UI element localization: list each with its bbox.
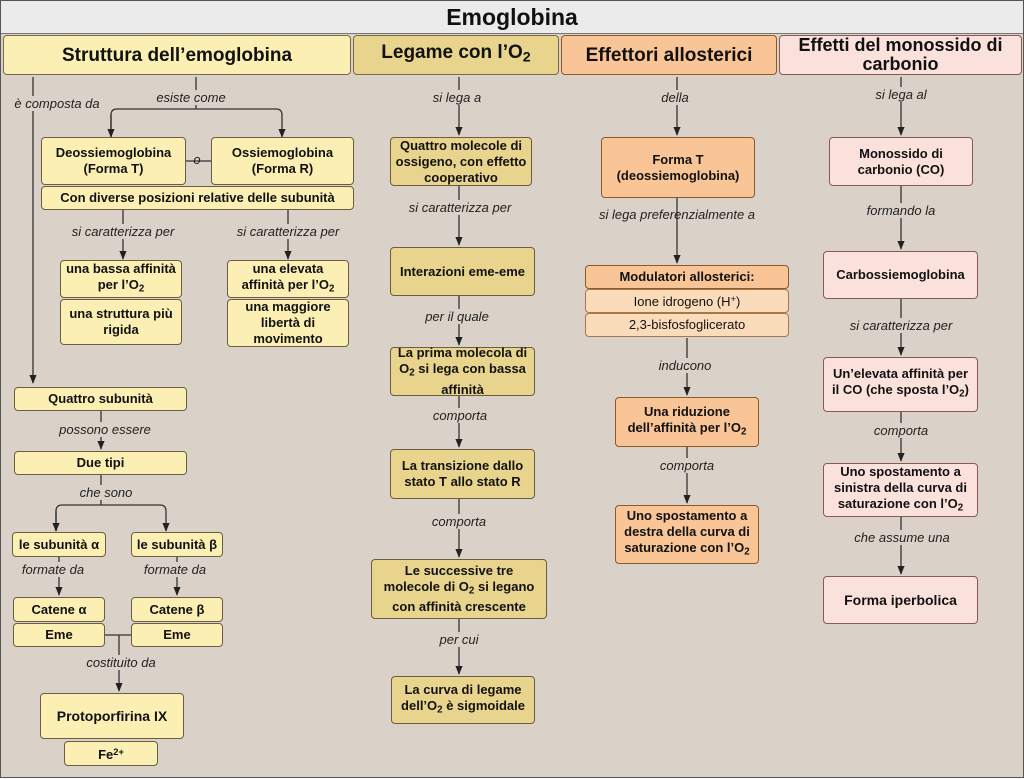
label-silega-a: si lega a	[430, 90, 484, 105]
box-monossido-carbonio: Monossido di carbonio (CO)	[829, 137, 973, 186]
label-caratt-legame: si caratterizza per	[406, 200, 514, 215]
box-carbossiemoglobina: Carbossiemoglobina	[823, 251, 978, 299]
box-curva-sigmoidale: La curva di legame dell’O2 è sigmoidale	[391, 676, 535, 724]
box-riduzione-affinita: Una riduzione dell’affinità per l’O2	[615, 397, 759, 447]
box-interazioni: Interazioni eme-eme	[390, 247, 535, 296]
label-possono: possono essere	[57, 422, 153, 437]
label-comporta-effettori: comporta	[657, 458, 717, 473]
header-struttura-label: Struttura dell’emoglobina	[61, 44, 293, 66]
map-title: Emoglobina	[1, 1, 1023, 34]
box-ione-idrogeno: Ione idrogeno (H+)	[585, 289, 789, 313]
box-successive: Le successive tre molecole di O2 si lega…	[371, 559, 547, 619]
box-posizioni: Con diverse posizioni relative delle sub…	[41, 186, 354, 210]
header-legame: Legame con l’O2	[353, 35, 559, 75]
label-costituito: costituito da	[84, 655, 158, 670]
box-prima-molecola: La prima molecola di O2 si lega con bass…	[390, 345, 535, 397]
label-della: della	[659, 90, 691, 105]
box-elevata-affinita-co: Un’elevata affinità per il CO (che spost…	[823, 357, 978, 412]
box-eme-alfa: Eme	[13, 623, 105, 647]
box-subunita-beta: le subunità β	[131, 532, 223, 557]
header-legame-label: Legame con l’O2	[381, 41, 531, 66]
label-caratt-a: si caratterizza per	[69, 224, 177, 239]
label-inducono: inducono	[656, 358, 714, 373]
label-chesono: che sono	[77, 485, 135, 500]
box-bassa-affinita: una bassa affinità per l’O2	[60, 260, 182, 298]
box-deossiemoglobina: Deossiemoglobina (Forma T)	[41, 137, 186, 185]
box-eme-beta: Eme	[131, 623, 223, 647]
label-comporta-monossido: comporta	[871, 423, 931, 438]
label-o: o	[193, 152, 201, 167]
box-ferro: Fe2+	[64, 741, 158, 766]
box-protoporfirina: Protoporfirina IX	[40, 693, 184, 739]
box-due-tipi: Due tipi	[14, 451, 187, 475]
label-silega-preferenzialmente: si lega preferenzialmente a	[598, 207, 756, 222]
box-struttura-rigida: una struttura più rigida	[60, 299, 182, 345]
box-elevata-affinita: una elevata affinità per l’O2	[227, 260, 349, 298]
box-catene-alfa: Catene α	[13, 597, 105, 622]
label-formate-a: formate da	[19, 562, 87, 577]
box-subunita-alfa: le subunità α	[12, 532, 106, 557]
box-forma-iperbolica: Forma iperbolica	[823, 576, 978, 624]
box-spostamento-sinistra: Uno spostamento a sinistra della curva d…	[823, 463, 978, 517]
label-assume: che assume una	[852, 530, 952, 545]
line-eme-join	[105, 634, 131, 647]
header-monossido-label: Effetti del monossido di carbonio	[798, 35, 1003, 74]
box-catene-beta: Catene β	[131, 597, 223, 622]
label-esiste: esiste come	[154, 90, 228, 105]
label-caratt-b: si caratterizza per	[234, 224, 342, 239]
box-forma-t: Forma T (deossiemoglobina)	[601, 137, 755, 198]
label-perilquale: per il quale	[423, 309, 491, 324]
header-effettori: Effettori allosterici	[561, 35, 777, 75]
label-caratt-monossido: si caratterizza per	[847, 318, 955, 333]
box-quattro-molecole: Quattro molecole di ossigeno, con effett…	[390, 137, 532, 186]
box-bisfosfoglicerato: 2,3-bisfosfoglicerato	[585, 313, 789, 337]
label-silega-al: si lega al	[873, 87, 929, 102]
label-formando: formando la	[864, 203, 938, 218]
box-transizione: La transizione dallo stato T allo stato …	[390, 449, 535, 499]
label-percui: per cui	[437, 632, 481, 647]
box-spostamento-destra: Uno spostamento a destra della curva di …	[615, 505, 759, 564]
label-composta: è composta da	[12, 96, 102, 111]
label-comporta-1: comporta	[430, 408, 490, 423]
box-quattro-subunita: Quattro subunità	[14, 387, 187, 411]
label-formate-b: formate da	[141, 562, 209, 577]
header-struttura: Struttura dell’emoglobina	[3, 35, 351, 75]
label-comporta-2: comporta	[429, 514, 489, 529]
box-liberta-movimento: una maggiore libertà di movimento	[227, 299, 349, 347]
box-ossiemoglobina: Ossiemoglobina (Forma R)	[211, 137, 354, 185]
box-modulatori: Modulatori allosterici:	[585, 265, 789, 289]
arrow-chesono-split	[55, 504, 170, 532]
arrow-esiste-split	[110, 108, 286, 138]
header-monossido: Effetti del monossido di carbonio	[779, 35, 1022, 75]
header-effettori-label: Effettori allosterici	[585, 44, 753, 66]
